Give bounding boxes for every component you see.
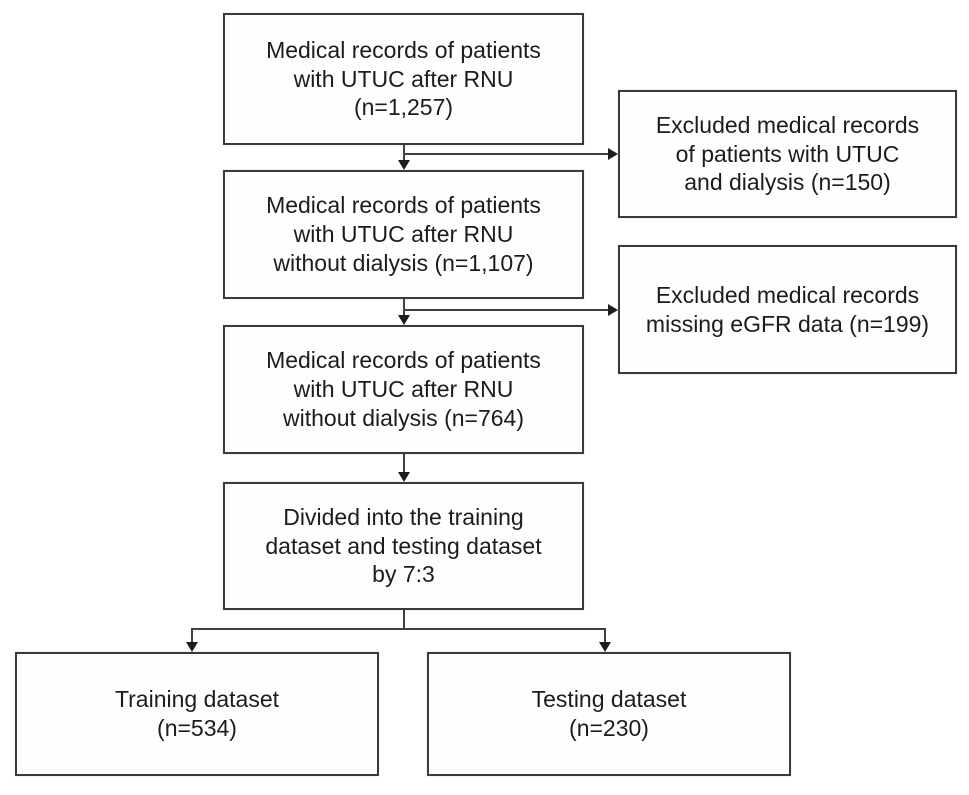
flow-box-divided-ratio: Divided into the training dataset and te… [223, 482, 584, 610]
flow-box-excluded-dialysis: Excluded medical records of patients wit… [618, 90, 957, 218]
flow-box-training-dataset: Training dataset (n=534) [15, 652, 379, 776]
arrowhead-down-testing [599, 642, 611, 652]
flow-box-excluded-egfr: Excluded medical records missing eGFR da… [618, 245, 957, 374]
arrowhead-down-training [186, 642, 198, 652]
flow-box-without-dialysis-764: Medical records of patients with UTUC af… [223, 325, 584, 454]
arrowhead-right-excluded-egfr [608, 304, 618, 316]
arrowhead-down-divided [398, 472, 410, 482]
connector-split-right [404, 628, 606, 643]
arrowhead-right-excluded-dialysis [608, 148, 618, 160]
flow-box-testing-dataset: Testing dataset (n=230) [427, 652, 791, 776]
flow-box-total-records: Medical records of patients with UTUC af… [223, 13, 584, 145]
arrowhead-down-nodial2 [398, 315, 410, 325]
connector-split-left [191, 610, 405, 643]
arrowhead-down-nodial1 [398, 160, 410, 170]
flow-box-without-dialysis-1107: Medical records of patients with UTUC af… [223, 170, 584, 299]
